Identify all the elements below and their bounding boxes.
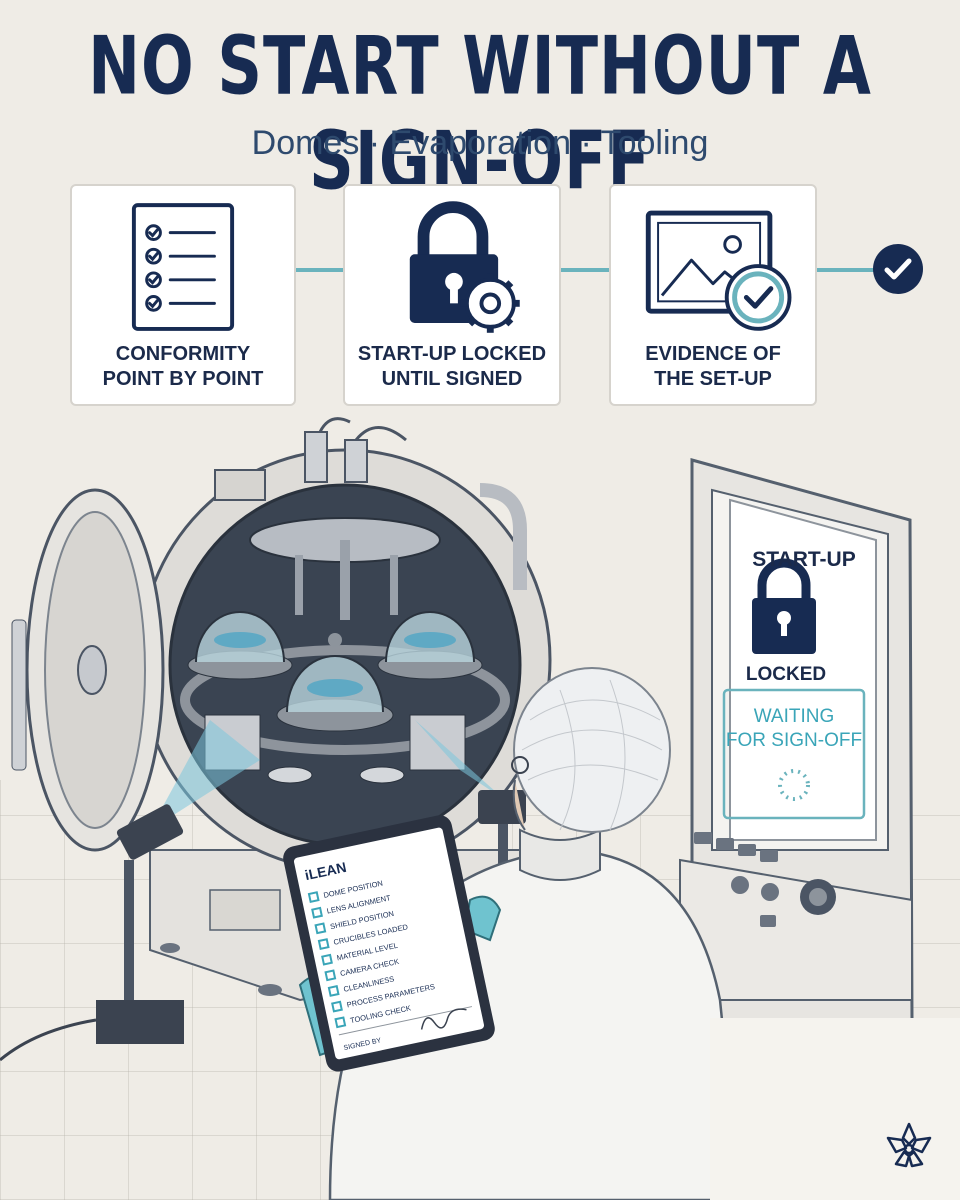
corner-panel [710,1018,960,1200]
checklist-icon [131,203,235,331]
page-title: NO START WITHOUT A SIGN-OFF [88,18,872,208]
dome-left [187,611,293,680]
vacuum-chamber-scene: iLEAN DOME POSITION LENS ALIGNMENT SHIEL… [0,417,914,1200]
dome-right [377,611,483,680]
tablet: iLEAN DOME POSITION LENS ALIGNMENT SHIEL… [283,815,495,1072]
camera-beam-right [415,720,505,800]
card-evidence-line1: EVIDENCE OF [645,343,781,365]
card-conformity-label: CONFORMITY POINT BY POINT [72,342,294,392]
control-panel [679,458,914,1022]
dome-center [276,633,394,732]
page-subtitle: Domes · Evaporation · Tooling [251,124,709,162]
chamber-door [11,488,165,852]
panel-header: START-UP [752,548,855,571]
check-circle-icon [873,244,923,294]
card-conformity: CONFORMITY POINT BY POINT [70,184,296,406]
camera-left [0,804,184,1062]
card-evidence-line2: THE SET-UP [654,368,772,390]
connector-line-2 [560,268,610,272]
card-conformity-line1: CONFORMITY [115,343,251,365]
card-evidence: EVIDENCE OF THE SET-UP [609,184,817,406]
lock-gear-icon [409,201,520,333]
panel-waiting-line1: WAITING [754,706,835,727]
flower-logo-icon [886,1122,932,1168]
connector-line-3 [816,268,874,272]
photo-check-icon [645,210,792,331]
card-conformity-line2: POINT BY POINT [102,368,264,390]
connector-line-1 [294,268,344,272]
camera-beam-left [150,720,260,830]
card-startup-line2: UNTIL SIGNED [381,368,523,390]
card-startup-label: START-UP LOCKED UNTIL SIGNED [345,342,559,392]
card-startup-locked: START-UP LOCKED UNTIL SIGNED [343,184,561,406]
card-evidence-label: EVIDENCE OF THE SET-UP [611,342,815,392]
panel-waiting-line2: FOR SIGN-OFF [726,730,862,751]
card-startup-line1: START-UP LOCKED [357,343,547,365]
panel-status: LOCKED [746,664,826,685]
